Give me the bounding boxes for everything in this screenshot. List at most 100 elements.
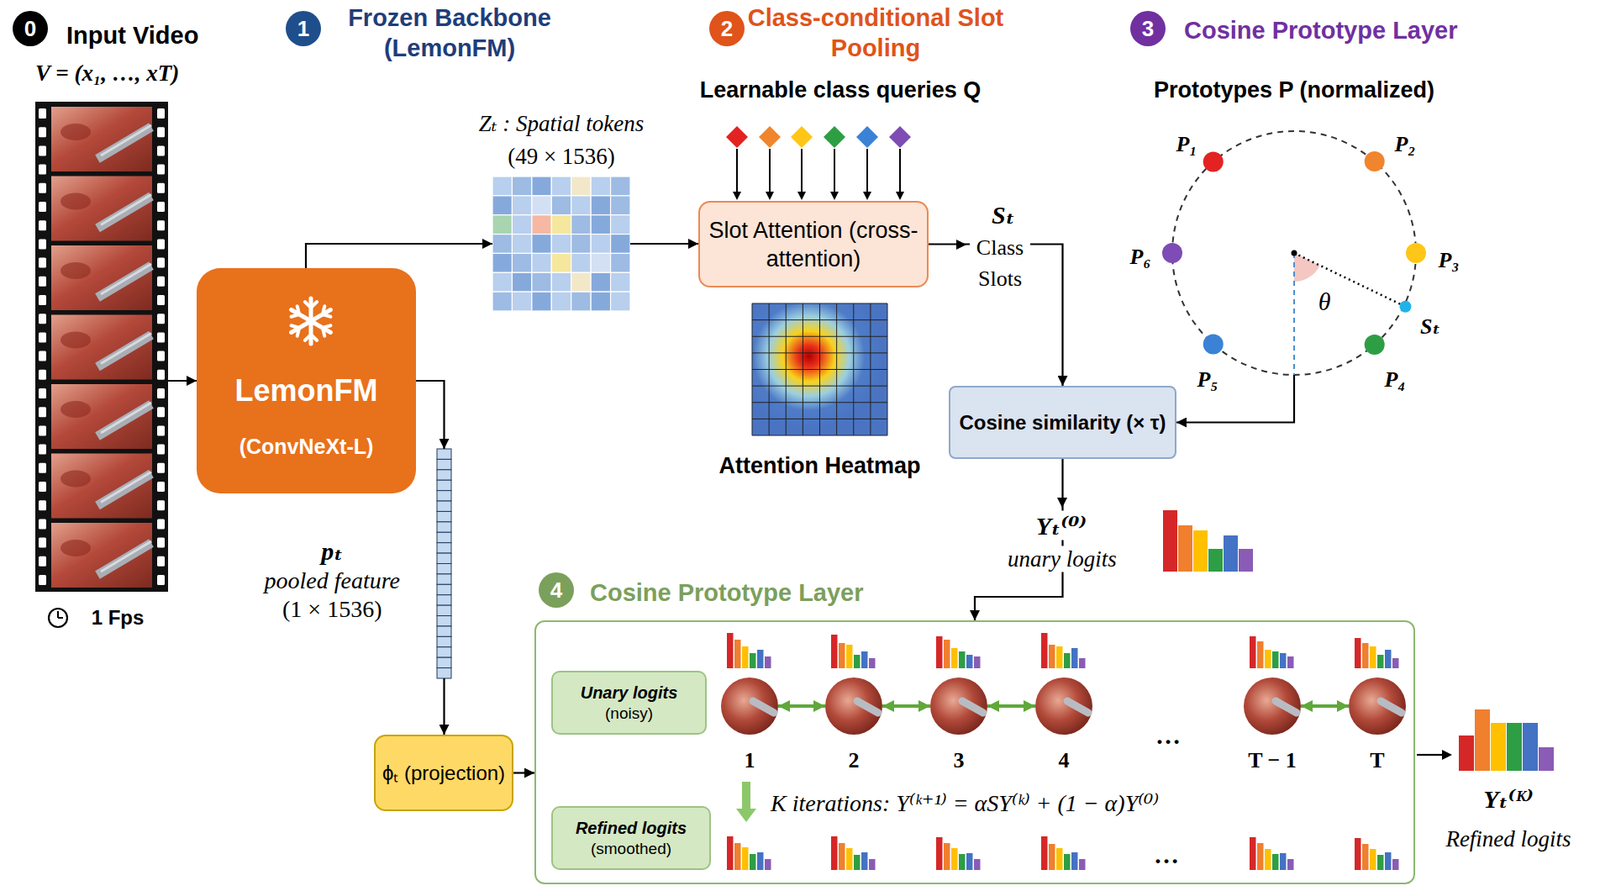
instrument-highlight: [100, 333, 152, 364]
logit-bar: [726, 632, 734, 669]
token-cell: [511, 176, 532, 196]
point-label: P₆: [1130, 244, 1152, 270]
tissue: [60, 331, 91, 349]
frame-thumbnail: [825, 677, 883, 735]
video-frame: [51, 522, 153, 588]
note-text: Refined logits: [1445, 826, 1571, 853]
logits-box: Refined logits(smoothed): [551, 805, 711, 870]
logit-bar: [831, 634, 838, 669]
backbone-box: LemonFM(ConvNeXt-L): [196, 268, 416, 494]
tissue: [60, 539, 91, 557]
prototype-point: [1203, 333, 1224, 354]
math-label: Sₜ: [989, 200, 1018, 230]
vector-cell: [436, 636, 452, 647]
sprocket-hole: [157, 518, 165, 529]
note-text: Class Slots: [969, 231, 1031, 295]
prototype-point: [1203, 152, 1224, 173]
callout-number: 1: [285, 10, 322, 47]
token-cell: [590, 272, 611, 292]
vector-cell: [436, 448, 452, 459]
sprocket-hole: [38, 406, 47, 417]
point-label: P₃: [1438, 247, 1460, 274]
slot-point: [1399, 300, 1411, 313]
heatmap: Attention Heatmap: [752, 303, 888, 436]
instrument-highlight: [100, 541, 152, 572]
ellipsis: …: [1153, 840, 1179, 869]
tissue: [60, 262, 91, 279]
query-arrow: [800, 148, 803, 193]
node-label: 3: [953, 747, 965, 774]
instrument: [1067, 700, 1089, 713]
sprocket-hole: [38, 574, 47, 585]
logit-bar: [734, 639, 742, 669]
sprocket-hole: [38, 220, 47, 231]
node-label: Cosine Prototype Layer: [589, 578, 864, 607]
instrument-highlight: [100, 125, 152, 156]
token-cell: [571, 195, 591, 216]
token-cell: [551, 195, 571, 216]
video-frame: [51, 453, 153, 519]
sprocket-hole: [38, 108, 47, 119]
vector-cell: [436, 552, 452, 564]
sprocket-hole: [157, 500, 165, 511]
logit-bar: [943, 639, 951, 669]
frame-thumbnail: [1243, 677, 1301, 735]
logit-bar: [1063, 652, 1071, 669]
arrow-head: [895, 191, 905, 200]
vector-cell: [436, 531, 452, 543]
node-label: 1: [744, 747, 756, 774]
heatmap-gridline: [887, 303, 889, 436]
callout-number: 2: [709, 10, 745, 47]
token-cell: [590, 234, 611, 254]
node-heading: Attention Heatmap: [718, 452, 921, 479]
token-cell: [610, 176, 631, 196]
connector-arrow: [168, 379, 197, 382]
frame-node: 3: [930, 677, 988, 735]
node-label: T − 1: [1247, 747, 1297, 774]
node-label: pₜ: [264, 536, 400, 567]
logit-bar: [1287, 656, 1295, 669]
logit-bar: [861, 852, 869, 870]
frame-node: 4: [1035, 677, 1093, 735]
sprocket-hole: [38, 238, 47, 249]
snowflake-branch: [297, 305, 300, 315]
callout-number: 3: [1130, 10, 1166, 47]
token-cell: [590, 252, 611, 273]
video-frame: [51, 176, 153, 242]
logit-bar: [1490, 722, 1506, 771]
heatmap-gridline: [752, 435, 888, 437]
logit-bar: [1272, 853, 1279, 870]
note-text: Learnable class queries Q: [700, 77, 982, 104]
sprocket-hole: [38, 126, 47, 137]
logit-bar: [1048, 843, 1056, 870]
similarity-box: Cosine similarity (× τ): [948, 385, 1177, 459]
arrow-head: [732, 191, 742, 200]
logit-bar: [936, 636, 943, 669]
vector-cell: [436, 584, 452, 595]
prototype-point: [1405, 242, 1427, 264]
logit-bar: [1287, 858, 1295, 870]
instrument: [1380, 700, 1402, 713]
snowflake-arm: [310, 321, 331, 333]
query-arrow: [736, 148, 738, 193]
sprocket-hole: [157, 313, 165, 324]
node-label: Refined logits: [575, 816, 687, 839]
snowflake-arm: [309, 298, 314, 322]
arrow-head: [1442, 749, 1453, 760]
arrow-head: [765, 191, 774, 200]
sprocket-hole: [157, 108, 165, 119]
vector-cell: [436, 500, 452, 511]
logit-bar: [764, 656, 772, 669]
sprocket-hole: [157, 556, 165, 567]
token-cell: [511, 252, 532, 273]
logit-bar: [749, 652, 757, 669]
token-cell: [610, 215, 631, 235]
frame-rate: 1 Fps: [91, 605, 145, 630]
token-cell: [590, 291, 611, 311]
math-label: Yₜ⁽⁰⁾: [1033, 510, 1090, 541]
logit-bar: [1257, 641, 1264, 669]
sprocket-hole: [38, 276, 47, 287]
logit-bar: [846, 644, 853, 669]
logit-bar: [1506, 722, 1522, 771]
point-label: P₂: [1394, 131, 1416, 158]
